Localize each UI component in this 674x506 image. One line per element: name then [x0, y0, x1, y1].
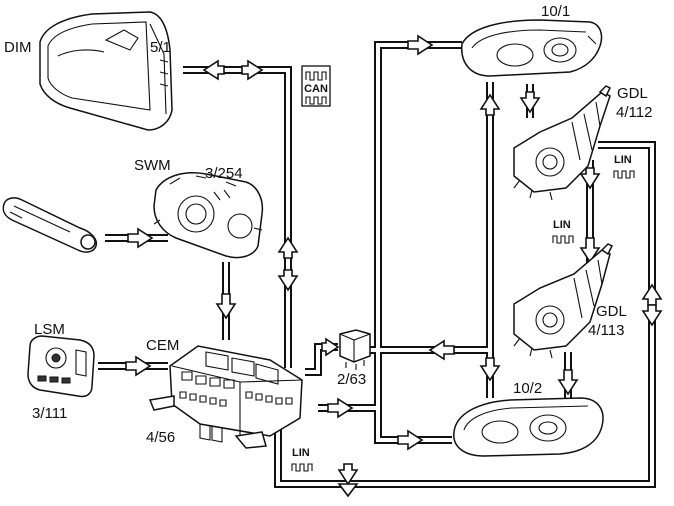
swm-module — [153, 172, 264, 259]
dim-name-label: DIM — [4, 39, 32, 56]
lsm-ref-label: 3/111 — [32, 405, 67, 422]
dim-instrument-cluster — [39, 11, 173, 131]
lin-label: LIN — [553, 219, 571, 231]
arrow-up — [277, 236, 299, 259]
arrow-right — [241, 59, 264, 81]
headlamp-upper-ref-label: 10/1 — [541, 3, 570, 20]
lin-badge-upper: LIN — [613, 154, 635, 179]
relay-module — [339, 329, 371, 370]
arrow-up — [337, 483, 359, 498]
arrow-right — [327, 397, 354, 419]
lin-label: LIN — [292, 447, 310, 459]
headlamp-lower — [453, 397, 604, 457]
arrow-down — [519, 91, 541, 114]
flow-arrows — [125, 34, 663, 498]
swm-ref-label: 3/254 — [205, 165, 243, 182]
arrow-right — [397, 429, 424, 451]
cem-module — [148, 345, 303, 449]
gdl-module-upper — [513, 85, 612, 201]
arrow-down — [277, 269, 299, 292]
headlamp-lower-ref-label: 10/2 — [513, 380, 542, 397]
arrow-down — [337, 463, 359, 486]
dim-ref-label: 5/1 — [150, 39, 171, 56]
gdl-lower-ref-label: 4/113 — [588, 322, 624, 339]
arrow-down — [641, 304, 663, 327]
arrow-up — [641, 283, 663, 306]
arrow-left — [202, 59, 225, 81]
arrow-down — [215, 293, 237, 320]
lin-badge-middle: LIN — [552, 219, 574, 244]
headlamp-upper — [461, 19, 603, 77]
arrow-down — [579, 237, 601, 264]
relay-ref-label: 2/63 — [337, 371, 366, 388]
gdl-module-lower — [513, 243, 614, 359]
lin-label: LIN — [614, 154, 632, 166]
gdl-lower-name-label: GDL — [596, 303, 627, 320]
lin-badge-lower: LIN — [291, 447, 313, 472]
arrow-up — [479, 93, 501, 116]
cem-name-label: CEM — [146, 337, 179, 354]
arrow-down — [479, 357, 501, 382]
arrow-down — [557, 369, 579, 396]
arrow-right — [127, 227, 154, 249]
arrow-down — [579, 167, 601, 190]
labels: DIM 5/1 SWM 3/254 LSM 3/111 CEM 4/56 2/6… — [4, 3, 652, 446]
can-label: CAN — [304, 83, 328, 95]
swm-name-label: SWM — [134, 157, 171, 174]
can-badge: CAN — [301, 65, 331, 107]
arrow-left — [428, 339, 455, 361]
arrow-right — [125, 355, 152, 377]
gdl-upper-name-label: GDL — [617, 85, 648, 102]
cem-ref-label: 4/56 — [146, 429, 175, 446]
gdl-upper-ref-label: 4/112 — [616, 104, 652, 121]
steering-stalk — [2, 197, 98, 253]
lsm-module — [27, 335, 95, 398]
lsm-name-label: LSM — [34, 321, 65, 338]
arrow-right — [321, 337, 340, 357]
arrow-right — [407, 34, 434, 56]
